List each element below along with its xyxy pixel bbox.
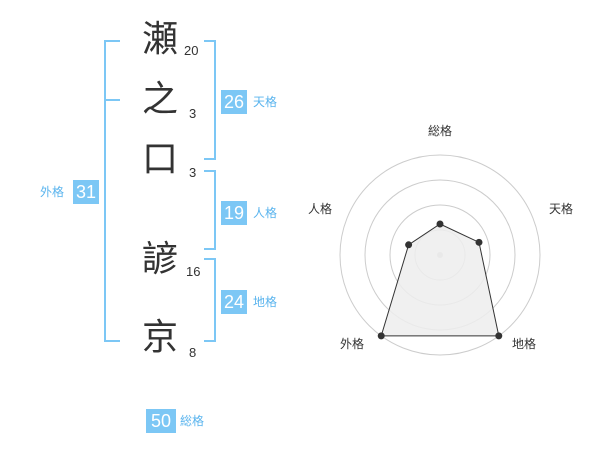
chikaku-badge: 24 xyxy=(221,290,247,314)
name-char-4: 諺 xyxy=(141,239,178,280)
chikaku-bracket xyxy=(204,258,216,342)
stroke-count-5: 8 xyxy=(189,345,197,360)
name-char-5: 京 xyxy=(141,317,178,358)
gaikaku-label: 外格 xyxy=(40,185,65,199)
radar-label-bottom-right: 地格 xyxy=(512,337,537,351)
radar-point-jinkaku xyxy=(405,241,413,249)
radar-label-bottom-left: 外格 xyxy=(340,337,365,351)
jinkaku-label: 人格 xyxy=(253,206,278,220)
tenkaku-bracket xyxy=(204,40,216,160)
stroke-count-1: 20 xyxy=(184,43,199,58)
gaikaku-bracket xyxy=(104,40,120,342)
jinkaku-bracket xyxy=(204,170,216,250)
radar-ring xyxy=(339,154,541,356)
chikaku-label: 地格 xyxy=(253,295,278,309)
name-char-3: 口 xyxy=(141,139,178,180)
radar-point-chikaku xyxy=(495,332,503,340)
radar-point-tenkaku xyxy=(475,238,483,246)
stroke-count-2: 3 xyxy=(189,106,197,121)
stroke-count-4: 16 xyxy=(186,264,201,279)
soukaku-badge: 50 xyxy=(146,409,176,433)
stroke-count-3: 3 xyxy=(189,165,197,180)
radar-point-soukaku xyxy=(436,220,444,228)
radar-score-polygon xyxy=(380,223,500,337)
jinkaku-badge: 19 xyxy=(221,201,247,225)
gaikaku-bracket-tick xyxy=(104,99,120,101)
soukaku-label: 総格 xyxy=(180,414,205,428)
radar-label-left: 人格 xyxy=(308,202,333,216)
tenkaku-label: 天格 xyxy=(253,95,278,109)
radar-point-gaikaku xyxy=(377,332,385,340)
name-char-2: 之 xyxy=(141,79,178,120)
tenkaku-badge: 26 xyxy=(221,90,247,114)
gaikaku-badge: 31 xyxy=(73,180,99,204)
radar-label-right: 天格 xyxy=(549,202,574,216)
name-char-1: 瀬 xyxy=(141,19,178,60)
radar-label-top: 総格 xyxy=(428,124,453,138)
